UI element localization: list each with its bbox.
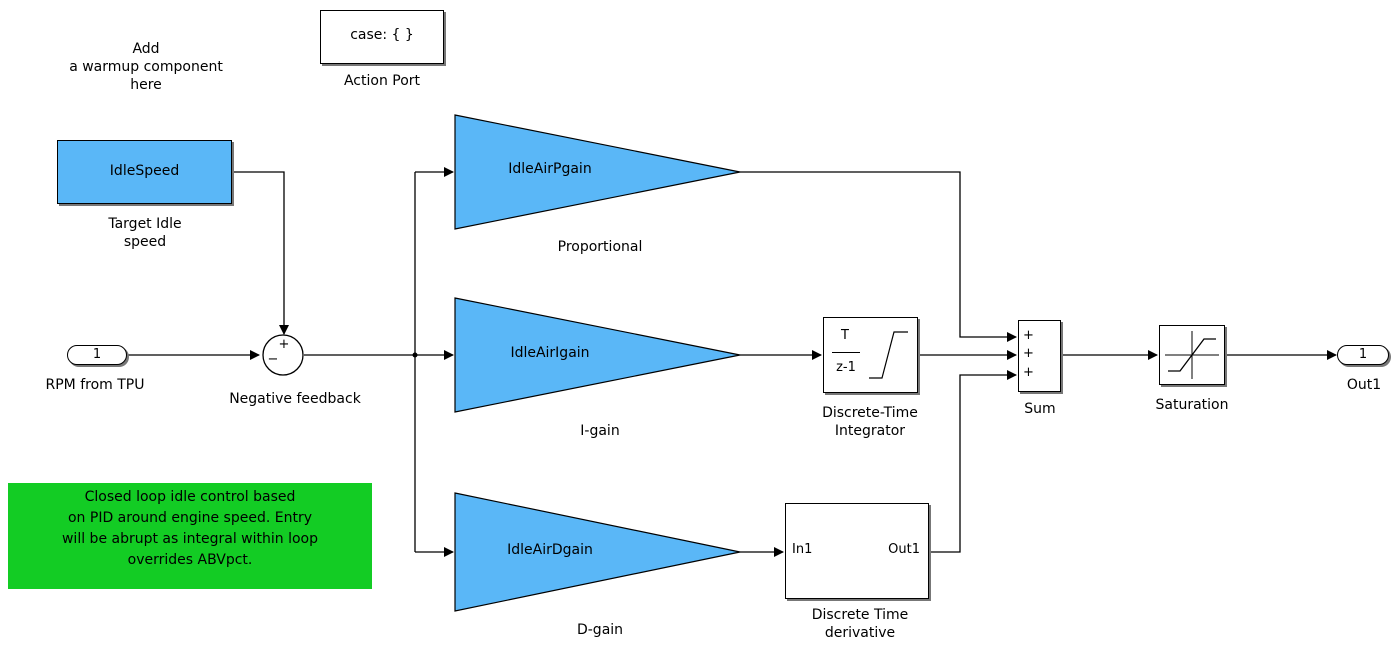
saturation-icon [1165,331,1219,379]
feedback-sum-minus: − [267,352,279,367]
i-gain-text[interactable]: IdleAirIgain [510,345,590,361]
integrator-fraction-bar [832,352,860,353]
d-gain-triangle [454,492,741,612]
wire-derivative-to-sum [929,370,1017,553]
warmup-annotation: Add a warmup component here [69,41,223,93]
sum-sign-1: + [1023,328,1034,343]
derivative-outport-label: Out1 [888,542,920,557]
idle-speed-label: Target Idle speed [108,216,182,250]
action-port-label: Action Port [343,73,421,89]
wire-pgain-to-sum [740,171,1017,342]
p-gain-label: Proportional [557,239,643,255]
action-port-text: case: { } [350,27,414,43]
sum-sign-3: + [1023,365,1034,380]
integrator-block[interactable]: T z-1 [823,317,918,393]
sum-sign-2: + [1023,346,1034,361]
feedback-sum-plus: + [278,337,290,352]
pid-note-annotation: Closed loop idle control based on PID ar… [8,483,372,589]
d-gain-text[interactable]: IdleAirDgain [507,542,593,558]
derivative-inport-label: In1 [792,542,813,557]
integrator-label: Discrete-Time Integrator [822,405,918,439]
p-gain-text[interactable]: IdleAirPgain [508,161,592,177]
feedback-sum-circle [262,334,304,376]
idle-speed-block[interactable]: IdleSpeed [57,140,232,204]
p-gain-triangle [454,114,741,230]
idle-speed-text: IdleSpeed [109,163,180,179]
integrator-limit-icon [869,331,908,379]
feedback-sum-label: Negative feedback [229,391,361,407]
rpm-inport-label: RPM from TPU [45,377,145,393]
wire-idlespeed-to-sum [233,171,289,335]
sum-block[interactable]: + + + [1018,320,1061,392]
integrator-denominator: z-1 [836,360,856,375]
out1-outport[interactable]: 1 [1337,345,1389,365]
branch-point [412,352,418,358]
out1-outport-label: Out1 [1346,377,1382,393]
sum-label: Sum [1024,401,1056,417]
i-gain-triangle [454,297,741,413]
derivative-label: Discrete Time derivative [811,607,909,641]
i-gain-label: I-gain [580,423,620,439]
d-gain-label: D-gain [576,622,624,638]
rpm-inport[interactable]: 1 [67,345,127,365]
saturation-block[interactable] [1159,325,1225,385]
integrator-numerator: T [841,328,849,343]
action-port-block[interactable]: case: { } [320,10,444,64]
saturation-label: Saturation [1155,397,1229,413]
derivative-block[interactable]: In1 Out1 [785,503,929,599]
